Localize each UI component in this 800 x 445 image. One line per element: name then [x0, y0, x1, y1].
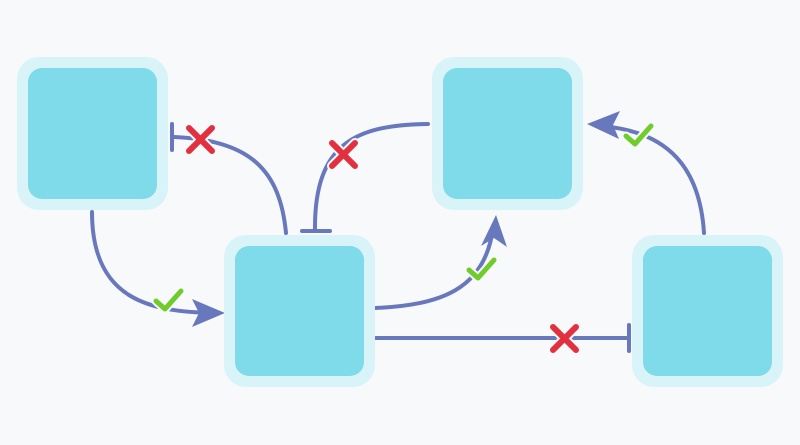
check-icon [466, 257, 497, 281]
check-icon [623, 123, 654, 147]
arrowhead-b [192, 299, 225, 327]
check-icon [153, 288, 184, 312]
cross-icon [186, 125, 215, 154]
node-d[interactable] [632, 235, 783, 387]
node-c[interactable] [432, 57, 583, 210]
arrowhead-c-right [587, 111, 620, 139]
edge-b-to-c [374, 226, 495, 310]
cross-icon [329, 140, 358, 169]
edge-c-to-b [312, 122, 430, 232]
edge-d-to-c [596, 124, 706, 235]
node-a[interactable] [17, 57, 168, 210]
cross-icon [550, 324, 579, 353]
edge-a-to-b [90, 210, 217, 315]
arrowhead-c-bottom [481, 215, 507, 247]
node-b[interactable] [224, 235, 375, 387]
